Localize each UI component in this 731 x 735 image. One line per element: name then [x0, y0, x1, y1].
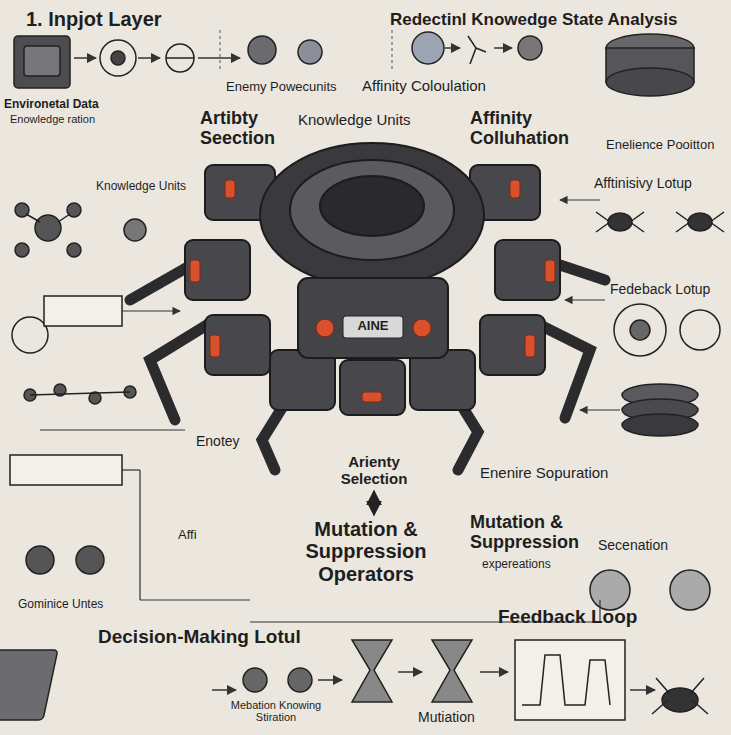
stage-label: Enemy Powecunits	[226, 80, 337, 95]
stage-label: Artibty Seection	[200, 108, 292, 148]
side-label: Enotey	[196, 434, 240, 450]
operator-label: expereations	[482, 558, 551, 571]
side-label: Secenation	[598, 538, 668, 554]
operator-stage: Mutation & Suppression Operators	[268, 516, 464, 588]
input-label: Environetal Data	[4, 98, 99, 111]
robot-plate-text: AINE	[343, 319, 403, 334]
stage-label: Knowledge Units	[298, 112, 411, 129]
operator-label: Mutation & Suppression	[470, 512, 620, 552]
node-text: Arienty Selection	[322, 454, 426, 488]
diagram-title: Redectinl Knowedge State Analysis	[390, 10, 678, 29]
input-label: Enowledge ration	[10, 113, 95, 125]
selection-stage: Arienty Selection	[318, 452, 430, 490]
side-label: Afftinisivy Lotup	[594, 176, 692, 192]
stage-label: Affinity Colluhation	[470, 108, 595, 148]
side-label: Knowledge Units	[96, 180, 186, 193]
stage-heading: Feedback Loop	[498, 606, 637, 627]
step-label: Mebation Knowing Stiration	[226, 699, 326, 724]
node-text: Mutation & Suppression Operators	[272, 518, 460, 585]
stage-heading: Decision-Making Lotul	[98, 626, 301, 647]
double-arrow	[373, 491, 375, 515]
side-label: Fedeback Lotup	[610, 282, 710, 298]
side-label: Enelience Pooitton	[606, 138, 714, 153]
stage-label: Affinity Coloulation	[362, 78, 486, 95]
step-label: Mutiation	[418, 710, 475, 726]
side-label: Enenire Sopuration	[480, 465, 608, 482]
layer-heading: 1. Inpjot Layer	[26, 8, 162, 30]
side-label: Affi	[178, 528, 197, 543]
side-label: Gominice Untes	[18, 598, 103, 611]
